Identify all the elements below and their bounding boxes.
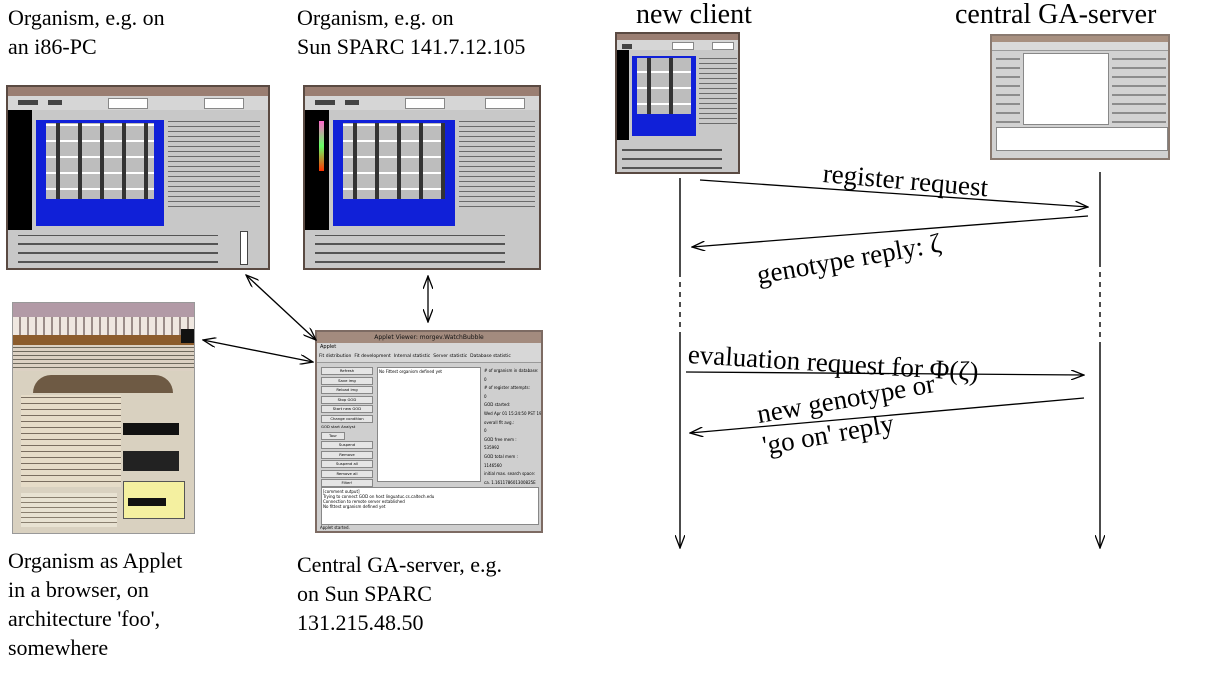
link-pc-to-server (246, 275, 316, 340)
database-stats: # of organism in database: 0 # of regist… (484, 368, 542, 485)
caption-organism-applet: Organism as Applet in a browser, on arch… (8, 548, 183, 660)
stop-god-button[interactable]: Stop GOD (321, 395, 373, 404)
server-label: central GA-server (955, 0, 1157, 30)
tab-server-statistic[interactable]: Server statistic (433, 354, 468, 359)
applet-tabs: Fit distribution Fit development Interna… (317, 352, 541, 363)
refresh-button[interactable]: Refresh (321, 367, 373, 375)
applet-menu[interactable]: Applet (317, 343, 541, 352)
caption-central-server: Central GA-server, e.g. on Sun SPARC 131… (297, 552, 502, 635)
filter-button[interactable]: Filter! (321, 479, 373, 487)
reload-img-button[interactable]: Reload img (321, 386, 373, 394)
tab-database-statistic[interactable]: Database statistic (470, 354, 511, 359)
tab-fit-development[interactable]: Fit development (354, 354, 391, 359)
message-register-request: register request (821, 158, 990, 203)
browser-applet-window (12, 302, 195, 534)
remove-all-button[interactable]: Remove all (321, 469, 373, 478)
god-start-analyst-label: GOD start Analyst (321, 424, 356, 429)
message-evaluation-request: evaluation request for Φ(ζ) (687, 339, 980, 387)
organism-sparc-window (303, 85, 541, 270)
start-new-god-button[interactable]: Start new GOD (321, 405, 373, 413)
client-label: new client (636, 0, 752, 30)
applet-status: Applet started. (320, 525, 350, 530)
remove-button[interactable]: Remove (321, 450, 373, 459)
applet-title: Applet Viewer: morgev.WatchBubble (317, 332, 541, 343)
organism-pc-window (6, 85, 270, 270)
message-genotype-reply: genotype reply: ζ (754, 227, 944, 290)
caption-organism-pc: Organism, e.g. on an i86-PC (8, 5, 165, 59)
message-new-genotype-reply: new genotype or 'go on' reply (754, 368, 938, 461)
organism-list[interactable]: No Fittest organism defined yet (377, 367, 481, 482)
new-client-window (615, 32, 740, 174)
caption-organism-sparc: Organism, e.g. on Sun SPARC 141.7.12.105 (297, 5, 526, 59)
change-condition-button[interactable]: Change condition (321, 414, 373, 423)
suspend-all-button[interactable]: Suspend all (321, 460, 373, 468)
suspend-button[interactable]: Suspend (321, 441, 373, 449)
tab-fit-distribution[interactable]: Fit distribution (319, 354, 352, 359)
link-browser-to-server (203, 340, 313, 362)
comment-output-console[interactable]: [comment output] Trying to connect GOD o… (321, 487, 539, 525)
applet-viewer-window: Applet Viewer: morgev.WatchBubble Applet… (315, 330, 543, 533)
tab-internal-statistic[interactable]: Internal statistic (393, 354, 431, 359)
tour-select[interactable]: Tour (321, 431, 345, 440)
save-img-button[interactable]: Save img (321, 376, 373, 385)
central-server-window (990, 34, 1170, 160)
